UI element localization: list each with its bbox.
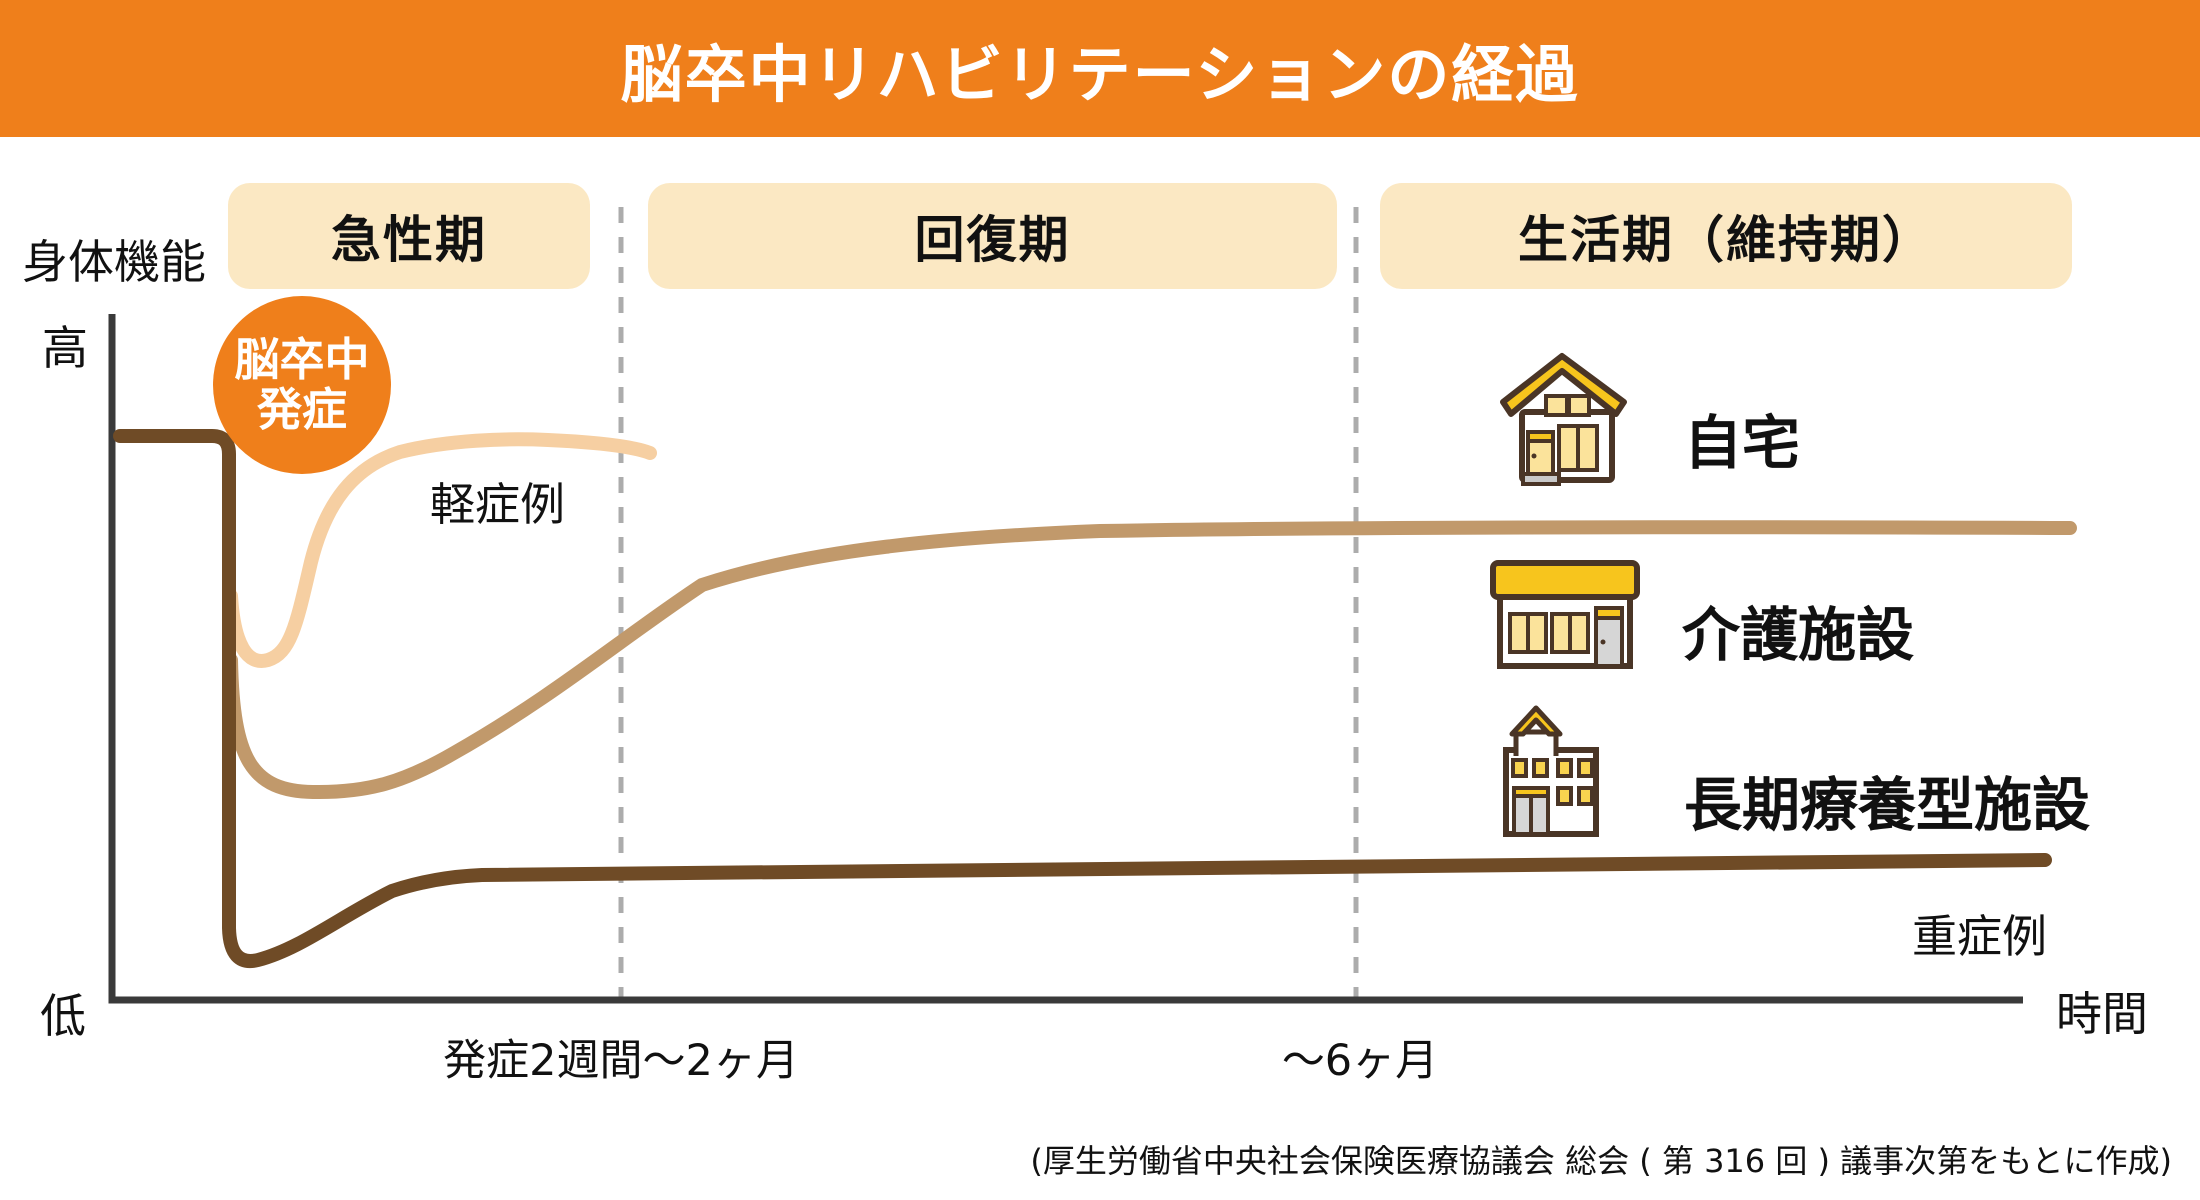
phase-box-acute: 急性期 (228, 183, 590, 289)
house-icon (1500, 353, 1627, 486)
destination-label-long-term-facility: 長期療養型施設 (1684, 771, 2091, 839)
time-marker-six-months: 〜6ヶ月 (1281, 1036, 1439, 1086)
phase-label-maintenance: 生活期（維持期） (1518, 211, 1934, 269)
destination-label-care-facility: 介護施設 (1682, 601, 1915, 669)
destination-label-home: 自宅 (1684, 409, 1801, 477)
axes-lines (108, 314, 2023, 1004)
title-banner: 脳卒中リハビリテーションの経過 (0, 0, 2200, 137)
source-attribution: (厚生労働省中央社会保険医療協議会 総会 ( 第 316 回 ) 議事次第をもと… (1030, 1142, 2172, 1180)
severe-case-label: 重症例 (1912, 910, 2048, 963)
long-term-facility-icon (1503, 705, 1599, 837)
y-axis-high-label: 高 (42, 321, 88, 375)
mild-case-curve (224, 432, 657, 668)
phase-box-maintenance: 生活期（維持期） (1380, 183, 2072, 289)
phase-label-recovery: 回復期 (914, 211, 1071, 269)
stroke-onset-line2: 発症 (256, 383, 347, 436)
phase-box-recovery: 回復期 (648, 183, 1337, 289)
stroke-onset-badge: 脳卒中 発症 (213, 296, 391, 474)
phase-label-acute: 急性期 (331, 211, 487, 269)
y-axis-low-label: 低 (40, 989, 86, 1043)
stroke-onset-line1: 脳卒中 (234, 332, 370, 386)
mild-case-label: 軽症例 (430, 478, 566, 531)
severe-case-curve (113, 429, 2052, 969)
y-axis-title: 身体機能 (22, 235, 206, 289)
care-facility-icon (1490, 560, 1640, 669)
x-axis-title: 時間 (2056, 987, 2148, 1041)
moderate-case-curve (224, 520, 2077, 800)
time-marker-acute-to-recovery: 発症2週間〜2ヶ月 (443, 1036, 799, 1086)
page-title: 脳卒中リハビリテーションの経過 (620, 37, 1580, 111)
